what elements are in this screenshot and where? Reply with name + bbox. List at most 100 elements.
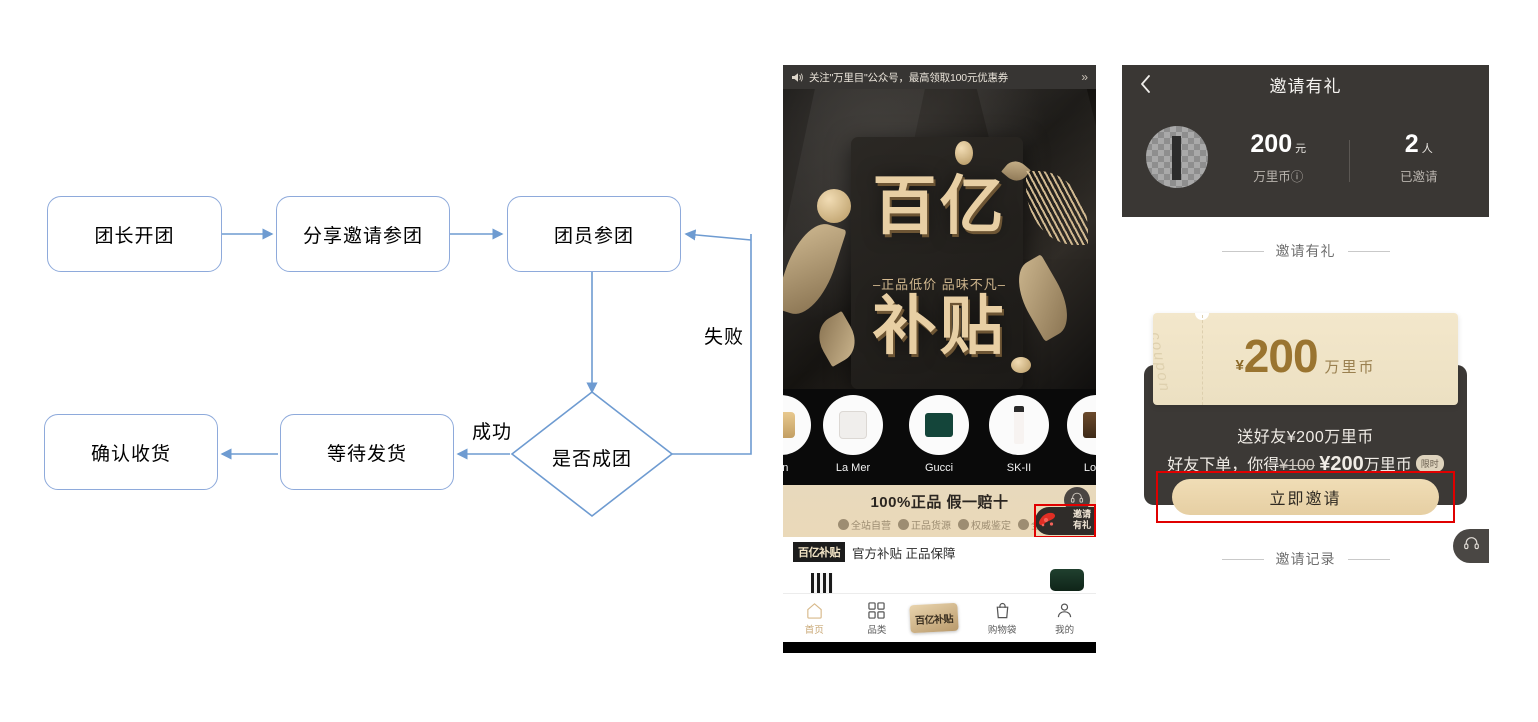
divider-line	[1347, 250, 1390, 252]
guarantee-title: 100%正品 假一赔十	[870, 494, 1009, 511]
brand-item[interactable]: SK-II	[989, 395, 1049, 474]
hero-subtitle: –正品低价 品味不凡–	[872, 277, 1007, 292]
guarantee-item: 权威鉴定	[958, 517, 1011, 532]
product-thumb[interactable]	[811, 573, 833, 593]
divider-line	[1221, 558, 1264, 560]
guarantee-item: 正品货源	[898, 517, 951, 532]
headset-icon	[1070, 491, 1084, 510]
guarantee-bullet-icon	[958, 519, 969, 530]
tab-category[interactable]: 品类	[848, 600, 906, 636]
guarantee-bullet-icon	[838, 519, 849, 530]
promo-line-1: 送好友¥200万里币	[1237, 429, 1374, 446]
hero-title-line1: 百亿	[872, 170, 1007, 242]
stat-unit: 元	[1295, 142, 1307, 155]
invite-now-button[interactable]: 立即邀请	[1172, 479, 1439, 515]
red-gift-packet-icon	[1037, 508, 1063, 534]
subsidy-tile-icon: 百亿补贴	[909, 602, 960, 634]
amount-value: 200	[1243, 330, 1319, 382]
edge-label-success: 成功	[472, 422, 513, 443]
hero-title-line2: 补贴	[872, 290, 1007, 362]
flow-node-join: 团员参团	[507, 196, 681, 272]
tab-label: 百亿补贴	[915, 613, 954, 627]
brand-item[interactable]: Gucci	[909, 395, 969, 474]
divider-line	[1221, 250, 1264, 252]
bottom-tab-bar[interactable]: 首页 品类 百亿补贴 购物袋 我的	[783, 593, 1096, 642]
invite-reward-entry[interactable]: 邀请 有礼	[1035, 507, 1095, 535]
megaphone-icon	[791, 72, 804, 83]
stat-caption: 已邀请	[1399, 169, 1438, 184]
avatar[interactable]	[1146, 126, 1208, 188]
guarantee-item: 全站自营	[838, 517, 891, 532]
flowchart-connectors	[220, 228, 752, 518]
coupon-perforation	[1202, 315, 1204, 405]
hero-card-panel	[851, 137, 1023, 389]
brand-name: Louis	[1083, 462, 1096, 474]
coupon-amount: ¥200 万里币	[1153, 329, 1458, 383]
home-icon	[785, 600, 843, 620]
flow-node-label: 等待发货	[326, 443, 407, 465]
stat-unit: 人	[1421, 142, 1433, 155]
stat-divider	[1348, 139, 1350, 182]
amount-unit: 万里币	[1324, 359, 1376, 376]
announcement-bar[interactable]: 关注"万里目"公众号，最高领取100元优惠券 »	[783, 65, 1096, 89]
guarantee-bullet-icon	[1018, 519, 1029, 530]
brand-name: La Mer	[835, 462, 871, 474]
brand-item[interactable]: La Mer	[823, 395, 883, 474]
info-circle-icon[interactable]: ⓘ	[1290, 169, 1304, 184]
currency-symbol: ¥	[1235, 357, 1244, 374]
brand-logo	[783, 395, 811, 455]
brand-logo	[909, 395, 969, 455]
section-divider-invite-records: 邀请记录	[1122, 549, 1489, 569]
tab-profile[interactable]: 我的	[1036, 600, 1094, 636]
tab-subsidy[interactable]: 百亿补贴	[909, 602, 968, 634]
decor-coin	[955, 141, 973, 165]
brand-logo	[823, 395, 883, 455]
decor-coin	[817, 189, 851, 223]
grid-icon	[848, 600, 906, 620]
page-title: 邀请有礼	[1269, 76, 1342, 96]
flow-node-waiting: 等待发货	[280, 414, 454, 490]
subsidy-tag: 百亿补贴	[793, 542, 845, 562]
double-chevron-right-icon[interactable]: »	[1081, 70, 1088, 84]
flow-node-label: 分享邀请参团	[302, 225, 423, 247]
invite-badge-label: 邀请 有礼	[1072, 509, 1091, 530]
guarantee-banner: 100%正品 假一赔十 全站自营 正品货源 权威鉴定 全 邀请 有礼	[783, 485, 1096, 537]
brand-item[interactable]: ain	[783, 395, 811, 474]
limited-time-badge: 限时	[1415, 455, 1444, 472]
decor-coin	[1011, 357, 1031, 373]
promo-new-price: ¥200	[1319, 453, 1364, 475]
chevron-left-icon[interactable]	[1136, 73, 1156, 95]
product-preview-strip[interactable]	[783, 567, 1096, 593]
tab-label: 购物袋	[987, 625, 1017, 636]
announcement-text: 关注"万里目"公众号，最高领取100元优惠券	[809, 71, 1009, 84]
customer-service-button[interactable]	[1453, 529, 1489, 563]
edge-label-fail: 失败	[704, 327, 745, 348]
headset-icon	[1463, 535, 1480, 557]
tab-label: 首页	[804, 625, 824, 636]
product-thumb[interactable]	[1050, 569, 1084, 591]
app-home-screenshot: 关注"万里目"公众号，最高领取100元优惠券 » 百亿 –正品低价 品味不凡– …	[783, 65, 1096, 653]
hero-banner[interactable]: 百亿 –正品低价 品味不凡– 补贴	[783, 89, 1096, 389]
invite-entry-highlight-box	[1034, 504, 1096, 537]
divider-label: 邀请记录	[1275, 551, 1336, 567]
nav-bar: 邀请有礼	[1122, 65, 1489, 103]
brand-carousel[interactable]: ain La Mer Gucci SK-II Louis	[783, 389, 1096, 485]
stat-value: 2	[1404, 129, 1419, 158]
tab-home[interactable]: 首页	[785, 600, 843, 636]
brand-name: Gucci	[924, 462, 954, 474]
stat-caption: 万里币ⓘ	[1253, 169, 1304, 184]
subsidy-section-header: 百亿补贴 官方补贴 正品保障	[783, 537, 1096, 567]
section-divider-invite-reward: 邀请有礼	[1122, 241, 1489, 261]
tab-cart[interactable]: 购物袋	[973, 600, 1031, 636]
bag-icon	[973, 600, 1031, 620]
brand-name: SK-II	[1006, 462, 1032, 474]
brand-item[interactable]: Louis	[1067, 395, 1096, 474]
brand-logo	[1067, 395, 1096, 455]
flow-node-label: 团员参团	[553, 225, 634, 247]
